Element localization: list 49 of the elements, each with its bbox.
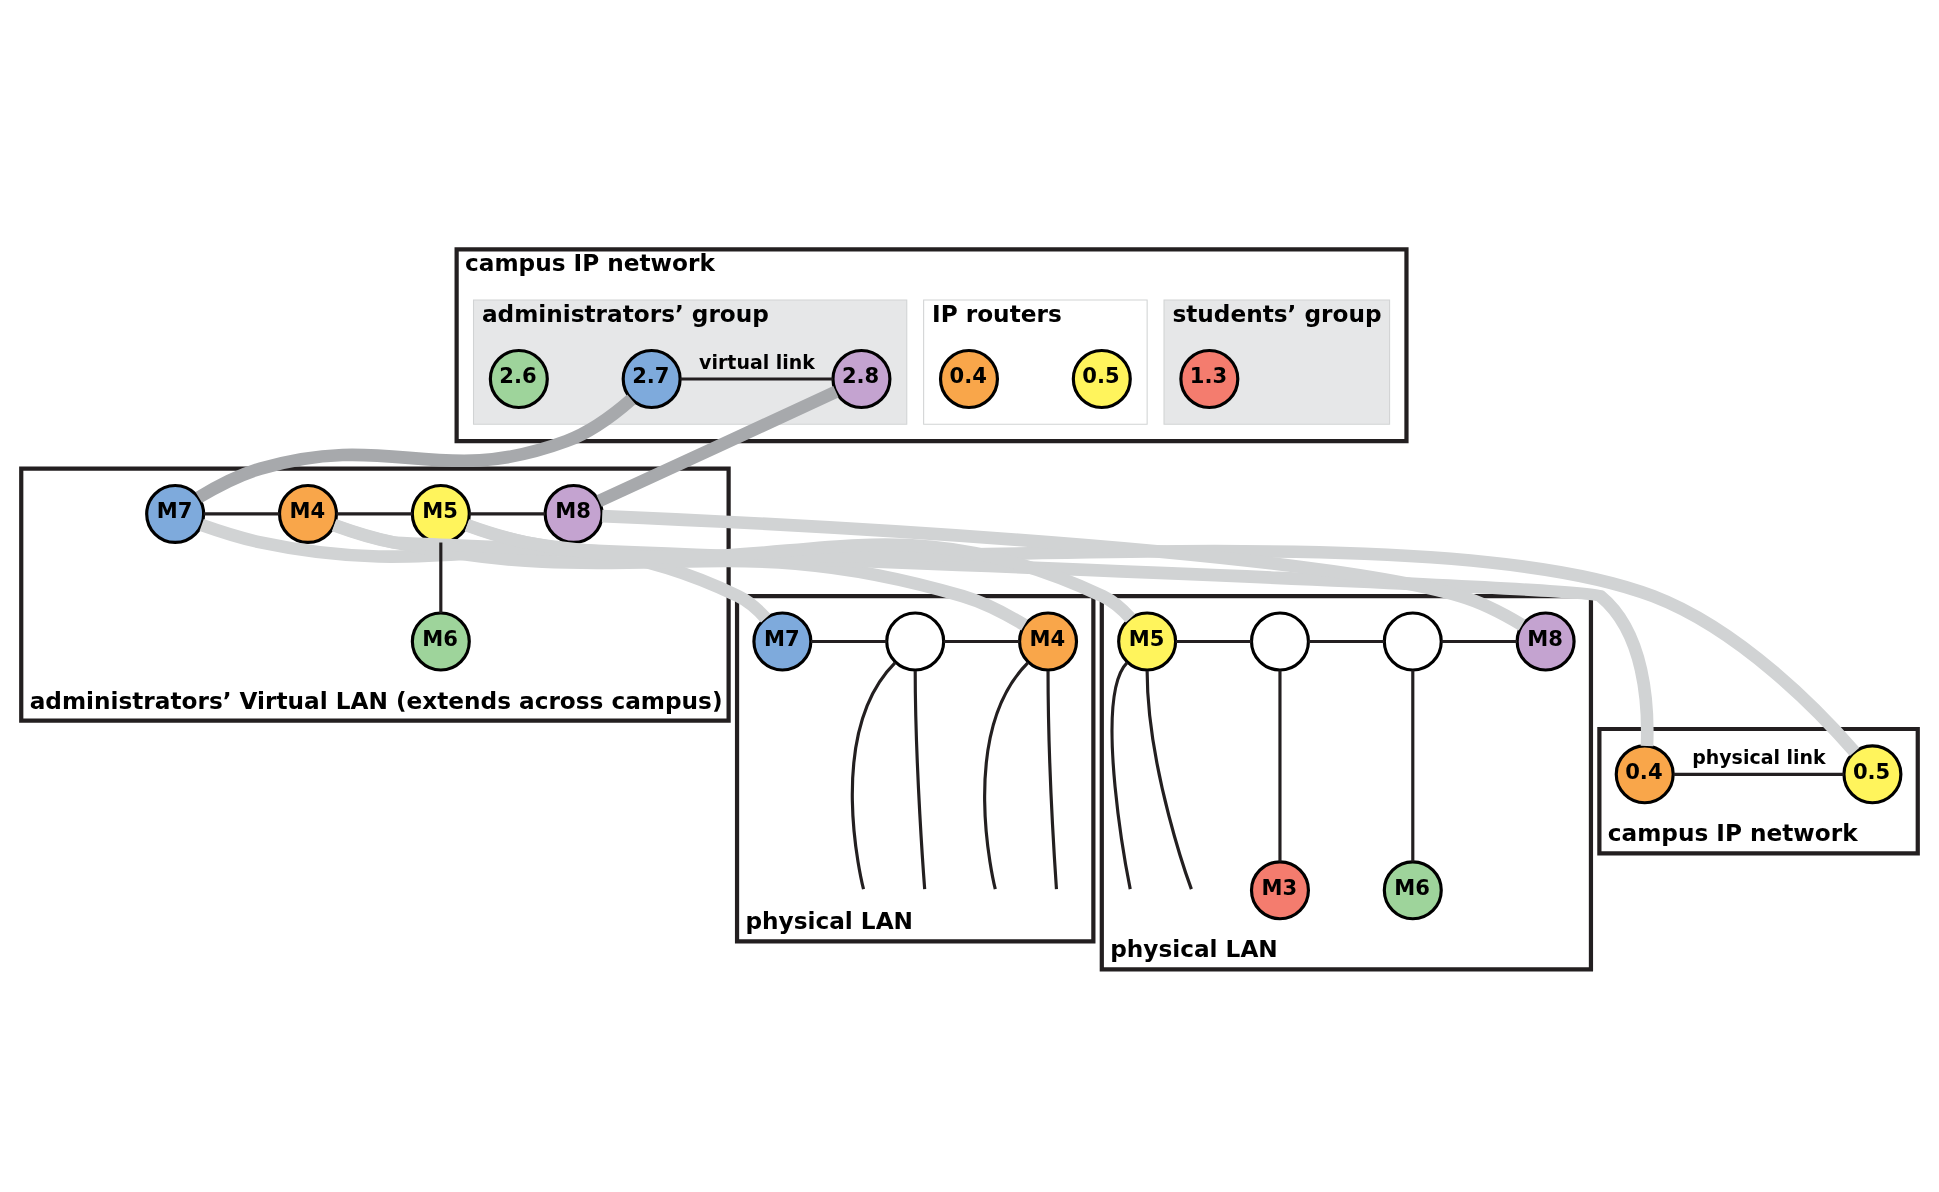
node-circle: 0.4 (1614, 743, 1675, 804)
node-circle (1249, 610, 1310, 672)
connector (1175, 639, 1252, 643)
connector (1441, 639, 1518, 643)
node-circle: M5 (1117, 610, 1178, 672)
node-circle: M4 (1018, 610, 1079, 672)
node-circle (1382, 610, 1443, 672)
node-circle: M4 (277, 483, 339, 544)
node-circle: 2.6 (488, 348, 549, 409)
connector (601, 509, 1526, 630)
connector (680, 376, 833, 381)
connector (464, 518, 1860, 756)
node-circle: M7 (752, 610, 813, 672)
node-circle: M6 (1382, 859, 1443, 920)
node-circle: 0.5 (1071, 348, 1132, 409)
connector (195, 394, 636, 503)
edge-label: physical link (1692, 745, 1826, 768)
connector (810, 639, 887, 643)
edge-label: virtual link (699, 350, 815, 373)
connector (469, 511, 546, 516)
connector (203, 511, 280, 516)
node-circle: 2.8 (831, 348, 892, 409)
connector (596, 385, 839, 507)
connector (1145, 670, 1193, 890)
node-circle (885, 610, 946, 672)
connector (1411, 669, 1415, 861)
node-circle: M6 (410, 610, 471, 672)
connector (1673, 772, 1844, 776)
node-circle: M7 (145, 483, 206, 544)
connector (983, 661, 1030, 889)
connector (439, 542, 443, 613)
connector (943, 639, 1020, 643)
connector (336, 511, 413, 516)
node-circle: M3 (1249, 859, 1310, 920)
connector (1046, 670, 1059, 889)
connector (913, 670, 927, 889)
node-circle: 1.3 (1179, 348, 1240, 409)
connector (199, 518, 771, 623)
node-circle: 0.5 (1842, 743, 1903, 804)
connector (850, 661, 897, 889)
node-circle: M8 (1515, 610, 1576, 672)
connector (331, 518, 1654, 746)
node-circle: M8 (543, 483, 604, 544)
connector (1110, 661, 1132, 889)
node-circle: 2.7 (621, 348, 682, 409)
connector (1278, 669, 1282, 861)
connector (465, 518, 1136, 622)
connector (1308, 639, 1385, 643)
node-circle: 0.4 (938, 348, 1000, 409)
